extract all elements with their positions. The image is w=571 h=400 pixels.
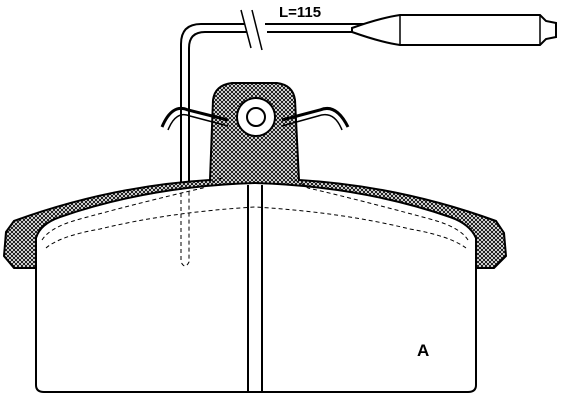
spring-clip — [160, 106, 350, 128]
pin-hole — [246, 107, 266, 127]
sensor-connector — [351, 14, 557, 46]
hidden-outline-left — [41, 177, 223, 241]
friction-pad — [35, 181, 477, 393]
side-label: A — [417, 341, 429, 360]
sensor-probe-hidden — [180, 186, 190, 267]
wire-break-mark — [240, 9, 263, 51]
length-label: L=115 — [279, 4, 321, 21]
hidden-outline-right — [289, 177, 469, 241]
hidden-outline-inner — [45, 206, 467, 249]
